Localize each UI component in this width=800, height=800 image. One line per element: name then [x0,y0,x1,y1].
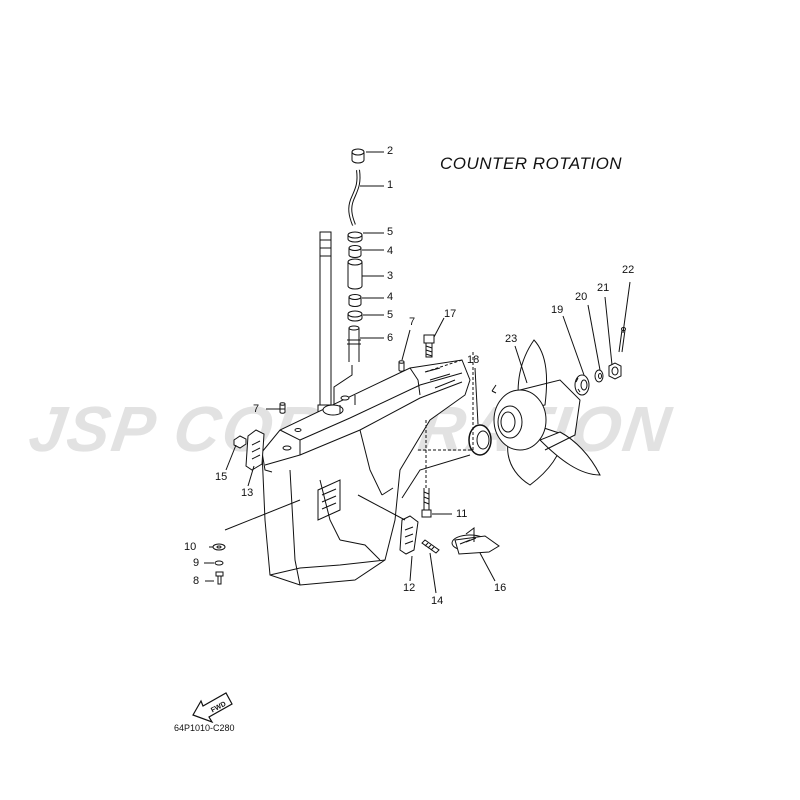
leader-18 [401,454,471,499]
callout-14[interactable]: 14 [431,595,444,607]
callout-23[interactable]: 23 [505,333,518,345]
washer-10 [212,543,226,551]
callout-13[interactable]: 13 [241,487,254,499]
callout-7a[interactable]: 7 [409,316,416,328]
bushing-4a [348,245,362,258]
callout-16[interactable]: 16 [494,582,507,594]
callout-11[interactable]: 11 [456,508,468,520]
propeller-23 [491,339,601,486]
callout-22[interactable]: 22 [622,264,635,276]
tube-3 [347,258,363,290]
grommet-2 [351,148,365,164]
callout-9[interactable]: 9 [193,557,200,569]
callout-5b[interactable]: 5 [387,309,394,321]
callout-8[interactable]: 8 [193,575,200,587]
water-tube [348,169,361,226]
callout-15[interactable]: 15 [215,471,228,483]
bolt-11 [421,420,432,518]
trim-tab-13 [245,429,265,471]
anode-12 [399,515,419,555]
bushing-4b [348,294,362,307]
callout-1[interactable]: 1 [387,179,394,191]
callout-2[interactable]: 2 [387,145,394,157]
seal-5b [347,310,363,322]
leader-lines [204,151,631,594]
leader-12 [357,494,406,521]
seal-5a [347,231,363,243]
callout-7b[interactable]: 7 [253,403,260,415]
fwd-arrow: FWD [192,692,233,724]
drive-shaft [317,231,334,416]
bolt-15 [233,435,247,449]
cotter-pin-22 [618,327,626,353]
bolt-14 [421,539,440,554]
tube-6 [347,325,361,362]
callout-17[interactable]: 17 [444,308,457,320]
pin-7a [398,360,405,372]
diagram-title: COUNTER ROTATION [440,154,623,173]
lower-case [261,359,471,586]
spacer-19 [574,374,590,396]
callout-12[interactable]: 12 [403,582,416,594]
thrust-washer-18 [468,424,492,456]
callout-21[interactable]: 21 [597,282,610,294]
callout-6[interactable]: 6 [387,332,394,344]
alignment-lines [418,352,474,451]
nut-21 [608,362,622,380]
callout-4a[interactable]: 4 [387,245,394,257]
tube-leader [333,365,353,407]
part-code: 64P1010-C280 [174,723,235,733]
bolt-8 [215,571,224,585]
washer-9 [214,560,224,566]
bolt-17 [423,334,435,358]
pin-7b [279,402,286,414]
callout-19[interactable]: 19 [551,304,564,316]
callout-5a[interactable]: 5 [387,226,394,238]
callout-20[interactable]: 20 [575,291,588,303]
washer-20 [594,369,604,383]
anode-16 [451,527,500,555]
callout-10[interactable]: 10 [184,541,197,553]
callout-18[interactable]: 18 [467,354,480,366]
leader-10 [224,499,301,531]
callout-3[interactable]: 3 [387,270,394,282]
callout-4b[interactable]: 4 [387,291,394,303]
